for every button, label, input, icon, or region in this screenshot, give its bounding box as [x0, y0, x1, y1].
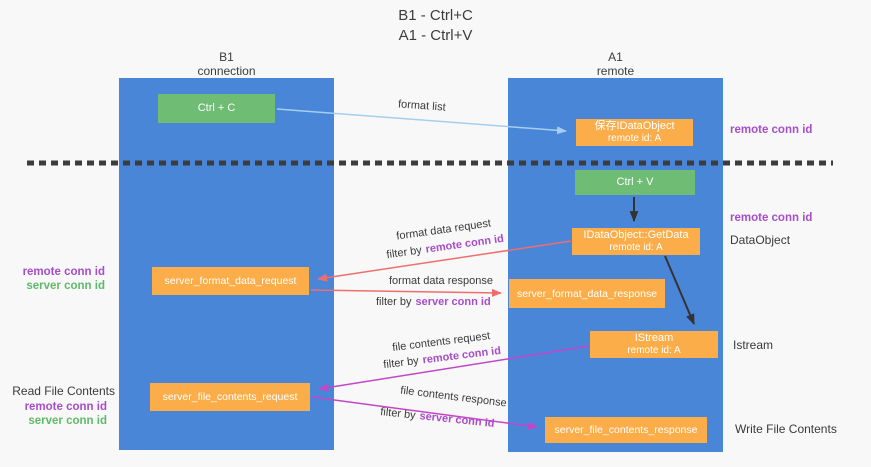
lane-b1-role: connection: [197, 64, 256, 78]
node-server-format-data-response-label: server_format_data_response: [516, 287, 658, 300]
node-ctrl-c-label: Ctrl + C: [197, 102, 236, 114]
arrow-file-contents-response: [311, 396, 538, 430]
node-server-file-contents-response: server_file_contents_response: [545, 417, 707, 443]
node-server-file-contents-request-label: server_file_contents_request: [162, 391, 298, 403]
annotation-left-server-conn-id: server conn id: [26, 280, 105, 292]
label-format-response-filter-prefix: filter by: [376, 296, 412, 308]
node-idataobject-getdata-line2: remote id: A: [609, 242, 663, 253]
annotation-left-bottom-server-conn-id: server conn id: [28, 415, 107, 427]
node-idataobject-getdata: IDataObject::GetData remote id: A: [572, 228, 700, 255]
annotation-istream: Istream: [733, 338, 774, 352]
lane-a1-name: A1: [608, 50, 623, 64]
node-save-idataobject-line2: remote id: A: [607, 133, 662, 144]
annotation-remote-conn-id-mid: remote conn id: [730, 212, 813, 224]
node-server-file-contents-request: server_file_contents_request: [150, 383, 310, 411]
node-save-idataobject: 保存IDataObject remote id: A: [576, 119, 693, 146]
node-istream: IStream remote id: A: [590, 331, 718, 358]
annotation-remote-conn-id-top: remote conn id: [730, 124, 813, 136]
node-ctrl-c: Ctrl + C: [158, 94, 275, 123]
annotation-read-file-contents: Read File Contents: [12, 384, 115, 398]
label-format-data-response: format data response: [389, 275, 493, 287]
arrow-getdata-to-istream: [664, 255, 695, 326]
label-format-response-filter-key: server conn id: [415, 296, 491, 308]
node-idataobject-getdata-line1: IDataObject::GetData: [583, 229, 689, 241]
node-ctrl-v-label: Ctrl + V: [616, 176, 654, 188]
node-server-format-data-request-label: server_format_data_request: [164, 275, 297, 287]
lane-a1-role: remote: [596, 64, 635, 78]
node-server-file-contents-response-label: server_file_contents_response: [554, 424, 698, 436]
node-save-idataobject-line1: 保存IDataObject: [594, 120, 675, 132]
arrow-format-list: [276, 108, 567, 135]
lane-header-b1: B1 connection: [119, 50, 334, 78]
lane-b1-name: B1: [219, 50, 234, 64]
lane-header-a1: A1 remote: [508, 50, 723, 78]
diagram-title-line1: B1 - Ctrl+C: [398, 7, 473, 24]
node-ctrl-v: Ctrl + V: [575, 170, 695, 195]
arrow-format-data-request: [317, 240, 572, 282]
arrow-format-data-response: [310, 288, 502, 297]
annotation-left-bottom-remote-conn-id: remote conn id: [24, 401, 107, 413]
annotation-dataobject: DataObject: [730, 233, 791, 247]
annotation-write-file-contents: Write File Contents: [735, 422, 837, 436]
arrow-file-contents-request: [318, 345, 590, 392]
annotation-left-remote-conn-id: remote conn id: [22, 266, 105, 278]
annotation-left-conn-ids: remote conn id server conn id: [0, 265, 105, 293]
node-server-format-data-response: server_format_data_response: [509, 279, 665, 308]
node-server-format-data-request: server_format_data_request: [152, 267, 309, 295]
diagram-title-line2: A1 - Ctrl+V: [398, 27, 473, 44]
node-istream-line2: remote id: A: [627, 345, 681, 356]
annotation-left-bottom-conn-ids: remote conn id server conn id: [0, 400, 107, 428]
node-istream-line1: IStream: [634, 332, 674, 344]
